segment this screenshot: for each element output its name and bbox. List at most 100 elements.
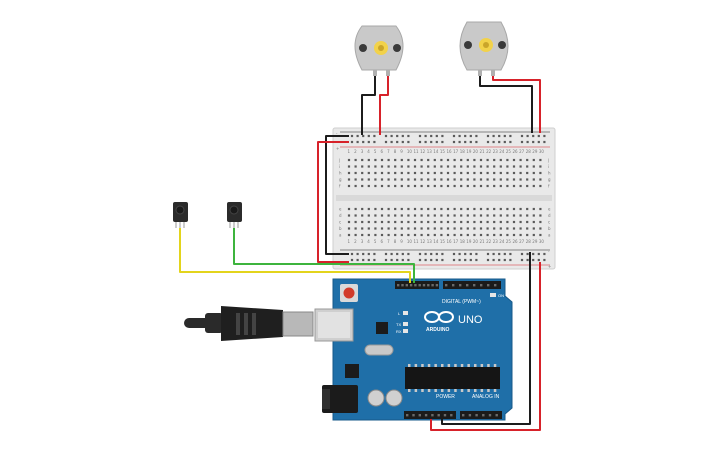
breadboard-hole[interactable] xyxy=(446,214,450,217)
breadboard-hole[interactable] xyxy=(460,214,463,217)
breadboard-hole[interactable] xyxy=(493,227,496,230)
rail-hole[interactable] xyxy=(458,258,461,262)
breadboard-hole[interactable] xyxy=(466,158,469,162)
rail-hole[interactable] xyxy=(441,140,444,144)
rail-hole[interactable] xyxy=(396,252,399,256)
breadboard-hole[interactable] xyxy=(526,178,529,181)
rail-hole[interactable] xyxy=(486,140,490,144)
breadboard-hole[interactable] xyxy=(473,233,476,237)
breadboard-hole[interactable] xyxy=(374,158,377,162)
breadboard-hole[interactable] xyxy=(479,178,483,181)
rail-hole[interactable] xyxy=(430,140,433,144)
breadboard-hole[interactable] xyxy=(473,184,476,188)
breadboard-hole[interactable] xyxy=(413,184,417,188)
breadboard-hole[interactable] xyxy=(361,158,364,162)
header-pin[interactable] xyxy=(418,284,421,287)
breadboard-hole[interactable] xyxy=(493,220,496,224)
breadboard-hole[interactable] xyxy=(532,165,535,168)
rail-hole[interactable] xyxy=(396,140,399,144)
header-pin[interactable] xyxy=(462,414,465,417)
rail-hole[interactable] xyxy=(503,258,506,262)
breadboard-hole[interactable] xyxy=(453,214,456,217)
wire-motor1-red[interactable] xyxy=(379,76,389,135)
header-pin[interactable] xyxy=(488,414,492,417)
breadboard-hole[interactable] xyxy=(519,165,522,168)
breadboard-hole[interactable] xyxy=(400,233,403,237)
breadboard-hole[interactable] xyxy=(446,227,450,230)
arduino-uno-board[interactable]: DIGITAL (PWM~) ARDUINO UNO L TX RX ON PO… xyxy=(314,278,513,421)
breadboard-hole[interactable] xyxy=(526,214,529,217)
breadboard-hole[interactable] xyxy=(440,178,443,181)
rail-hole[interactable] xyxy=(492,252,495,256)
breadboard-hole[interactable] xyxy=(380,178,384,181)
breadboard-hole[interactable] xyxy=(506,227,509,230)
rail-hole[interactable] xyxy=(441,252,444,256)
breadboard-hole[interactable] xyxy=(539,184,542,188)
rail-hole[interactable] xyxy=(532,140,535,144)
rail-hole[interactable] xyxy=(373,134,376,138)
breadboard-hole[interactable] xyxy=(407,214,410,217)
breadboard-hole[interactable] xyxy=(539,178,542,181)
breadboard-hole[interactable] xyxy=(453,165,456,168)
digital-header-left[interactable] xyxy=(395,281,439,289)
breadboard-hole[interactable] xyxy=(473,178,476,181)
breadboard-hole[interactable] xyxy=(479,233,483,237)
breadboard-hole[interactable] xyxy=(512,178,516,181)
breadboard-hole[interactable] xyxy=(446,184,450,188)
breadboard-hole[interactable] xyxy=(361,165,364,168)
rail-hole[interactable] xyxy=(407,258,410,262)
breadboard-hole[interactable] xyxy=(374,178,377,181)
breadboard-hole[interactable] xyxy=(532,171,535,175)
header-pin[interactable] xyxy=(445,284,448,287)
breadboard-hole[interactable] xyxy=(380,233,384,237)
breadboard-hole[interactable] xyxy=(466,165,469,168)
rail-hole[interactable] xyxy=(367,252,370,256)
header-pin[interactable] xyxy=(422,284,426,287)
breadboard-hole[interactable] xyxy=(413,214,417,217)
breadboard-hole[interactable] xyxy=(493,184,496,188)
rail-hole[interactable] xyxy=(435,258,438,262)
breadboard-hole[interactable] xyxy=(380,220,384,224)
breadboard-hole[interactable] xyxy=(413,158,417,162)
breadboard-hole[interactable] xyxy=(460,233,463,237)
breadboard-hole[interactable] xyxy=(506,184,509,188)
wire-rail-left-black[interactable] xyxy=(325,135,349,255)
breadboard-hole[interactable] xyxy=(354,220,357,224)
breadboard-hole[interactable] xyxy=(407,207,410,211)
rail-hole[interactable] xyxy=(384,140,388,144)
breadboard-hole[interactable] xyxy=(473,171,476,175)
breadboard-hole[interactable] xyxy=(479,158,483,162)
breadboard-hole[interactable] xyxy=(539,165,542,168)
breadboard-hole[interactable] xyxy=(394,233,397,237)
breadboard-hole[interactable] xyxy=(440,165,443,168)
breadboard-hole[interactable] xyxy=(433,165,436,168)
breadboard-hole[interactable] xyxy=(466,171,469,175)
breadboard-hole[interactable] xyxy=(374,220,377,224)
wire-motor2-black[interactable] xyxy=(479,76,533,133)
rail-hole[interactable] xyxy=(452,140,456,144)
breadboard-holes[interactable] xyxy=(347,134,546,262)
breadboard-hole[interactable] xyxy=(361,171,364,175)
header-pin[interactable] xyxy=(475,414,478,417)
breadboard-hole[interactable] xyxy=(374,165,377,168)
breadboard-hole[interactable] xyxy=(361,178,364,181)
breadboard-hole[interactable] xyxy=(407,165,410,168)
rail-hole[interactable] xyxy=(418,140,422,144)
breadboard-hole[interactable] xyxy=(493,165,496,168)
breadboard-hole[interactable] xyxy=(367,171,370,175)
breadboard-hole[interactable] xyxy=(420,178,423,181)
rail-hole[interactable] xyxy=(390,258,393,262)
breadboard-hole[interactable] xyxy=(407,227,410,230)
header-pin[interactable] xyxy=(450,414,453,417)
breadboard-hole[interactable] xyxy=(400,158,403,162)
rail-hole[interactable] xyxy=(367,134,370,138)
rail-hole[interactable] xyxy=(503,134,506,138)
header-pin[interactable] xyxy=(397,284,400,287)
breadboard-hole[interactable] xyxy=(506,207,509,211)
rail-hole[interactable] xyxy=(396,134,399,138)
breadboard-hole[interactable] xyxy=(526,207,529,211)
breadboard-hole[interactable] xyxy=(433,214,436,217)
breadboard-hole[interactable] xyxy=(394,178,397,181)
breadboard-hole[interactable] xyxy=(446,171,450,175)
rail-hole[interactable] xyxy=(396,258,399,262)
